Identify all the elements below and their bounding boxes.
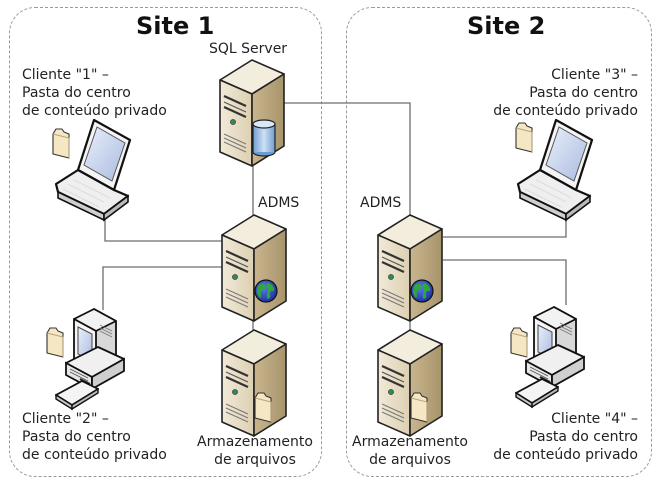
link-client1-adms1 xyxy=(104,215,222,242)
server-folder-icon[interactable] xyxy=(376,328,448,440)
storage-1-label: Armazenamento de arquivos xyxy=(195,433,315,469)
storage-2-label-line2: de arquivos xyxy=(369,452,451,468)
link-client4-adms2 xyxy=(443,259,567,305)
client-3-label-line2: Pasta do centro xyxy=(529,85,638,101)
storage-2-label-line1: Armazenamento xyxy=(352,434,468,450)
site-1-container xyxy=(9,7,322,477)
desktop-icon[interactable] xyxy=(54,307,128,413)
adms-2-label: ADMS xyxy=(360,195,402,211)
site-1-title: Site 1 xyxy=(136,12,215,40)
laptop-icon[interactable] xyxy=(516,118,596,224)
link-sql-adms2 xyxy=(284,102,411,230)
client-1-label: Cliente "1" – Pasta do centro de conteúd… xyxy=(22,66,167,120)
server-folder-icon[interactable] xyxy=(220,328,292,440)
client-4-label-line1: Cliente "4" – xyxy=(551,411,638,427)
link-client2-adms1 xyxy=(102,266,222,310)
server-globe-icon[interactable] xyxy=(376,213,448,325)
client-2-label-line3: de conteúdo privado xyxy=(22,447,167,463)
site-2-container xyxy=(346,7,652,477)
server-database-icon[interactable] xyxy=(218,58,288,170)
client-3-label-line1: Cliente "3" – xyxy=(551,67,638,83)
client-3-label-line3: de conteúdo privado xyxy=(493,103,638,119)
client-1-label-line2: Pasta do centro xyxy=(22,85,131,101)
server-globe-icon[interactable] xyxy=(220,213,292,325)
client-4-label-line3: de conteúdo privado xyxy=(493,447,638,463)
storage-2-label: Armazenamento de arquivos xyxy=(350,433,470,469)
sql-server-label: SQL Server xyxy=(209,41,288,57)
client-2-label-line2: Pasta do centro xyxy=(22,429,131,445)
client-4-label-line2: Pasta do centro xyxy=(529,429,638,445)
client-3-label: Cliente "3" – Pasta do centro de conteúd… xyxy=(480,66,638,120)
desktop-icon[interactable] xyxy=(514,305,588,411)
laptop-icon[interactable] xyxy=(54,118,134,224)
client-1-label-line3: de conteúdo privado xyxy=(22,103,167,119)
storage-1-label-line1: Armazenamento xyxy=(197,434,313,450)
client-2-label: Cliente "2" – Pasta do centro de conteúd… xyxy=(22,410,167,464)
site-2-title: Site 2 xyxy=(467,12,546,40)
storage-1-label-line2: de arquivos xyxy=(214,452,296,468)
adms-1-label: ADMS xyxy=(258,195,300,211)
client-4-label: Cliente "4" – Pasta do centro de conteúd… xyxy=(480,410,638,464)
client-1-label-line1: Cliente "1" – xyxy=(22,67,109,83)
client-2-label-line1: Cliente "2" – xyxy=(22,411,109,427)
